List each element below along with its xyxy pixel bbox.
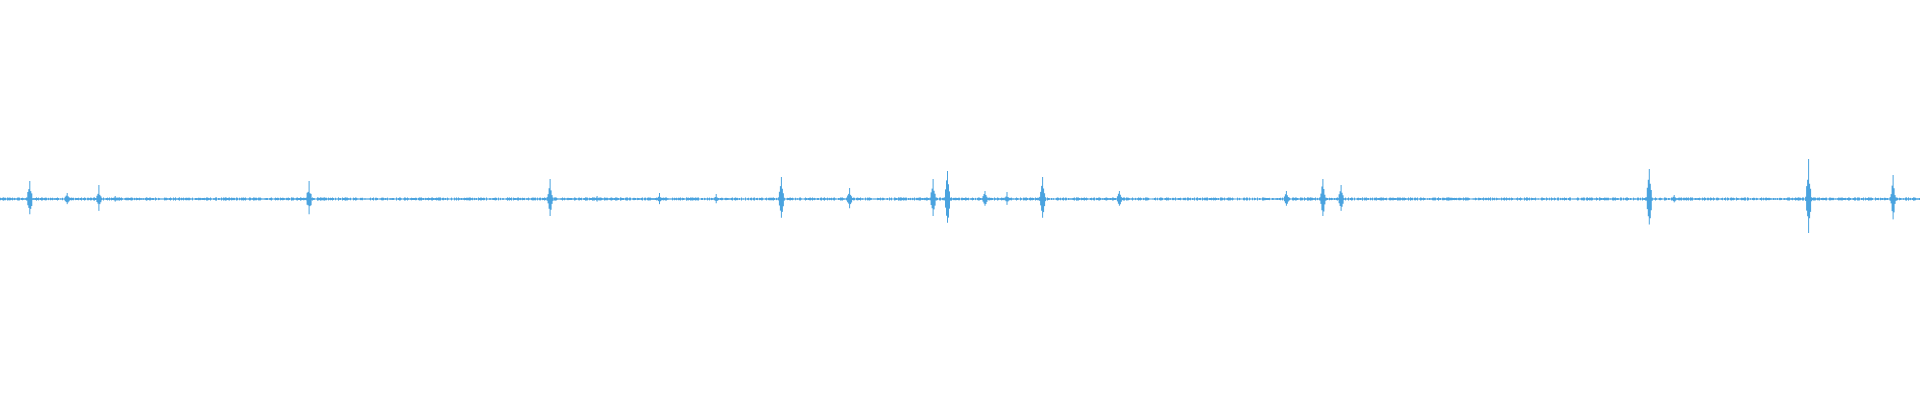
waveform-peak-3 <box>111 196 119 202</box>
waveform-peaks <box>0 159 1920 233</box>
waveform-peak-7 <box>656 193 663 205</box>
waveform-peak-18 <box>1319 179 1327 216</box>
waveform-peak-10 <box>846 188 854 209</box>
waveform-peak-15 <box>1039 177 1047 218</box>
waveform-peak-14 <box>1003 192 1011 205</box>
waveform-peak-5 <box>546 179 554 216</box>
waveform-peak-0 <box>26 181 34 215</box>
waveform-peak-16 <box>1115 191 1123 206</box>
waveform-peak-17 <box>1282 191 1290 206</box>
waveform-peak-13 <box>981 191 989 206</box>
waveform-peak-4 <box>305 181 313 215</box>
waveform-peak-20 <box>1645 169 1653 225</box>
waveform-peak-1 <box>63 193 71 205</box>
waveform-peak-8 <box>712 194 720 204</box>
waveform-peak-21 <box>1670 195 1678 203</box>
waveform-peak-23 <box>1889 175 1897 220</box>
waveform-peak-22 <box>1805 159 1813 233</box>
waveform-peak-2 <box>95 185 103 211</box>
waveform-peak-9 <box>777 177 785 218</box>
waveform-peak-19 <box>1337 185 1345 211</box>
waveform-peak-11 <box>929 179 937 216</box>
waveform-peak-12 <box>944 171 951 223</box>
waveform-peak-6 <box>593 196 601 202</box>
